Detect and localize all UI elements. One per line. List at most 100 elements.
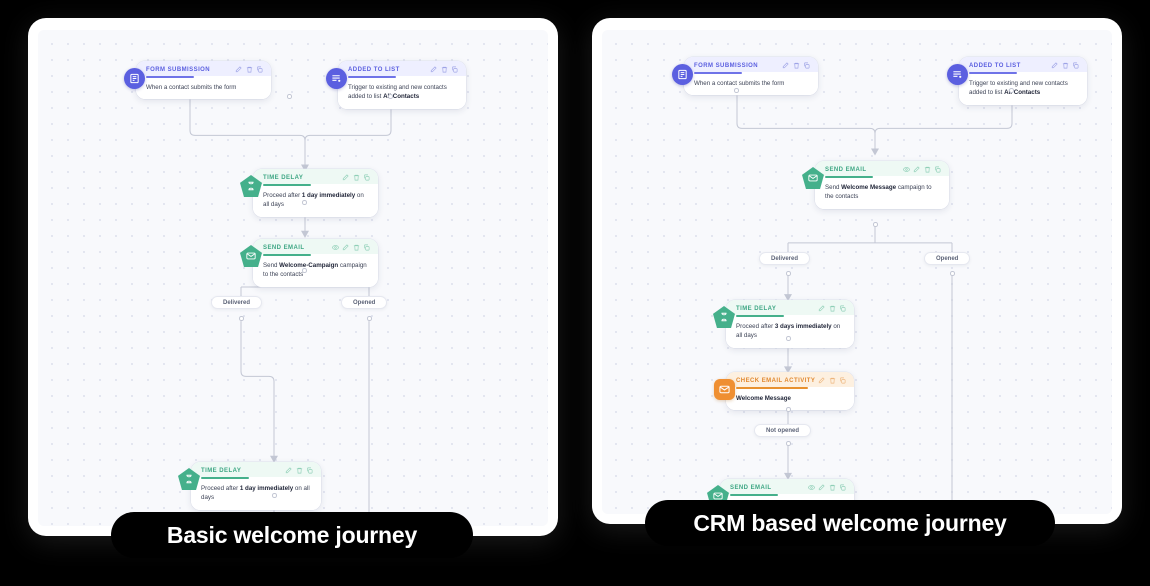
node-body-bold: Welcome Message: [841, 183, 897, 191]
hourglass-icon: [713, 306, 735, 328]
trash-icon: [793, 62, 799, 69]
node-actions[interactable]: [818, 377, 846, 384]
list-icon: [325, 67, 347, 89]
node-actions[interactable]: [285, 467, 313, 474]
node-header: TIME DELAY: [253, 169, 378, 184]
node-form-submission[interactable]: FORM SUBMISSION When a contact submits t…: [123, 61, 271, 100]
eye-icon: [331, 245, 339, 250]
trash-icon: [1062, 62, 1068, 69]
journey-panel-crm: FORM SUBMISSION When a contact submits t…: [592, 18, 1122, 524]
node-body-text: Send: [263, 261, 280, 269]
connector-dot: [786, 336, 791, 341]
node-body-tail: campaign to the contacts: [263, 261, 367, 279]
node-body-bold: All Contacts: [1004, 89, 1041, 97]
pencil-icon: [818, 305, 825, 312]
node-form-submission[interactable]: FORM SUBMISSION When a contact submits t…: [671, 57, 818, 96]
node-type-label: FORM SUBMISSION: [694, 62, 759, 69]
form-icon: [123, 67, 145, 89]
node-header: SEND EMAIL: [720, 479, 854, 494]
node-actions[interactable]: [818, 305, 846, 312]
node-actions[interactable]: [1051, 62, 1079, 69]
connector-dot: [302, 268, 307, 273]
node-actions[interactable]: [782, 62, 810, 69]
branch-label-delivered[interactable]: Delivered: [211, 296, 263, 309]
node-body-text: When a contact submits the form: [694, 79, 785, 87]
trash-icon: [829, 484, 835, 491]
node-header: TIME DELAY: [726, 300, 854, 315]
node-body-tail: campaign to the contacts: [825, 183, 932, 201]
node-body-bold: 1 day immediately: [301, 191, 356, 199]
copy-icon: [364, 174, 370, 181]
node-body: Trigger to existing and new contacts add…: [338, 77, 466, 109]
trash-icon: [246, 66, 252, 73]
trash-icon: [296, 467, 302, 474]
node-accent-underline: [969, 72, 1017, 74]
trash-icon: [924, 166, 930, 173]
copy-icon: [452, 66, 458, 73]
node-actions[interactable]: [902, 166, 942, 173]
connector-dot: [734, 88, 739, 93]
copy-icon: [840, 305, 846, 312]
node-actions[interactable]: [235, 66, 263, 73]
node-body: Proceed after 1 day immediately on all d…: [191, 478, 321, 510]
connector-dot: [367, 316, 372, 321]
node-body-text: Proceed after: [736, 322, 775, 330]
connector-dot: [287, 94, 292, 99]
pencil-icon: [285, 467, 292, 474]
node-accent-underline: [736, 387, 808, 389]
node-accent-underline: [730, 494, 778, 496]
journey-panel-basic: FORM SUBMISSION When a contact submits t…: [28, 18, 558, 536]
connector-dot: [786, 407, 791, 412]
copy-icon: [935, 166, 941, 173]
branch-label-opened[interactable]: Opened: [341, 296, 388, 309]
branch-label-opened[interactable]: Opened: [924, 252, 971, 265]
node-time-delay-2[interactable]: TIME DELAY Proceed after 1 day immediate…: [178, 462, 321, 510]
node-send-email-1[interactable]: SEND EMAIL Send Welcome Message campaign…: [802, 161, 949, 209]
node-actions[interactable]: [430, 66, 458, 73]
node-send-email-1[interactable]: SEND EMAIL Send Welcome-Campaign campaig…: [240, 239, 378, 287]
pencil-icon: [430, 66, 437, 73]
trash-icon: [441, 66, 447, 73]
eye-icon: [807, 485, 815, 490]
node-body-text: Trigger to existing and new contacts add…: [969, 79, 1068, 97]
branch-label-delivered[interactable]: Delivered: [759, 252, 811, 265]
eye-icon: [902, 167, 910, 172]
pencil-icon: [782, 62, 789, 69]
node-body: Proceed after 3 days immediately on all …: [726, 316, 854, 348]
form-icon: [671, 63, 693, 85]
branch-label-not-opened[interactable]: Not opened: [754, 424, 811, 437]
pencil-icon: [235, 66, 242, 73]
node-header: ADDED TO LIST: [338, 61, 466, 76]
journey-canvas-left[interactable]: FORM SUBMISSION When a contact submits t…: [38, 30, 548, 526]
connector-dot: [950, 271, 955, 276]
node-body-bold: All Contacts: [383, 93, 420, 101]
node-actions[interactable]: [807, 484, 847, 491]
copy-icon: [364, 244, 370, 251]
list-icon: [946, 63, 968, 85]
trash-icon: [829, 305, 835, 312]
node-added-to-list[interactable]: ADDED TO LIST Trigger to existing and ne…: [325, 61, 466, 109]
node-type-label: TIME DELAY: [736, 305, 777, 312]
journey-canvas-right[interactable]: FORM SUBMISSION When a contact submits t…: [602, 30, 1112, 514]
node-check-email-activity[interactable]: CHECK EMAIL ACTIVITY Welcome Message: [713, 372, 854, 411]
copy-icon: [840, 377, 846, 384]
node-body-tail: on all days: [201, 484, 310, 502]
node-body-bold: 1 day immediately: [239, 484, 294, 492]
node-body-text: Proceed after: [263, 191, 302, 199]
email-icon: [240, 245, 262, 267]
node-body-bold: Welcome-Campaign: [279, 261, 339, 269]
node-header: SEND EMAIL: [253, 239, 378, 254]
node-body-text: When a contact submits the form: [146, 83, 237, 91]
node-header: FORM SUBMISSION: [136, 61, 271, 76]
node-actions[interactable]: [342, 174, 370, 181]
node-actions[interactable]: [331, 244, 371, 251]
node-added-to-list[interactable]: ADDED TO LIST Trigger to existing and ne…: [946, 57, 1087, 105]
connector-dot: [786, 441, 791, 446]
node-accent-underline: [348, 76, 396, 78]
node-type-label: TIME DELAY: [263, 174, 304, 181]
node-time-delay-1[interactable]: TIME DELAY Proceed after 1 day immediate…: [240, 169, 378, 217]
node-time-delay-1[interactable]: TIME DELAY Proceed after 3 days immediat…: [713, 300, 854, 348]
node-accent-underline: [201, 477, 249, 479]
connector-dot: [1009, 88, 1014, 93]
